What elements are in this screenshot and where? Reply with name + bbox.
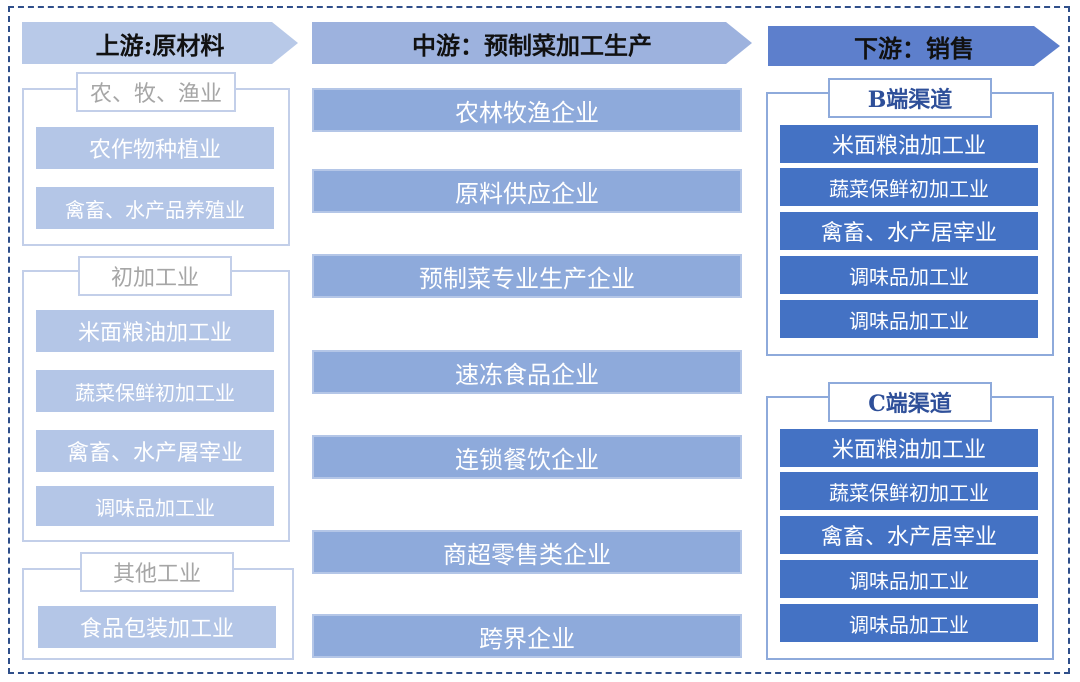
midstream-header: 中游：预制菜加工生产	[312, 22, 752, 64]
upstream-item: 食品包装加工业	[38, 606, 276, 648]
midstream-item: 原料供应企业	[312, 169, 742, 213]
downstream-item: 米面粮油加工业	[780, 429, 1038, 467]
downstream-item: 调味品加工业	[780, 300, 1038, 338]
upstream-item: 米面粮油加工业	[36, 310, 274, 352]
upstream-item: 禽畜、水产屠宰业	[36, 430, 274, 472]
upstream-group-title: 农、牧、渔业	[76, 72, 236, 112]
midstream-item: 跨界企业	[312, 614, 742, 658]
upstream-header: 上游:原材料	[22, 22, 298, 64]
downstream-item: 禽畜、水产居宰业	[780, 212, 1038, 250]
downstream-item: 调味品加工业	[780, 560, 1038, 598]
downstream-group-title: B端渠道	[828, 78, 992, 118]
downstream-group-title: C端渠道	[828, 382, 992, 422]
upstream-group-title: 其他工业	[80, 552, 234, 592]
downstream-item: 调味品加工业	[780, 256, 1038, 294]
downstream-item: 禽畜、水产居宰业	[780, 516, 1038, 554]
downstream-header: 下游：销售	[768, 26, 1060, 66]
upstream-item: 农作物种植业	[36, 127, 274, 169]
upstream-item: 蔬菜保鲜初加工业	[36, 370, 274, 412]
downstream-item: 蔬菜保鲜初加工业	[780, 168, 1038, 206]
upstream-item: 调味品加工业	[36, 486, 274, 526]
downstream-item: 调味品加工业	[780, 604, 1038, 642]
midstream-item: 农林牧渔企业	[312, 88, 742, 132]
midstream-item: 速冻食品企业	[312, 350, 742, 394]
midstream-item: 商超零售类企业	[312, 530, 742, 574]
downstream-item: 蔬菜保鲜初加工业	[780, 472, 1038, 510]
midstream-item: 连锁餐饮企业	[312, 435, 742, 479]
diagram-frame	[8, 6, 1070, 674]
midstream-item: 预制菜专业生产企业	[312, 254, 742, 298]
upstream-group-title: 初加工业	[78, 256, 232, 296]
downstream-item: 米面粮油加工业	[780, 125, 1038, 163]
upstream-item: 禽畜、水产品养殖业	[36, 187, 274, 229]
